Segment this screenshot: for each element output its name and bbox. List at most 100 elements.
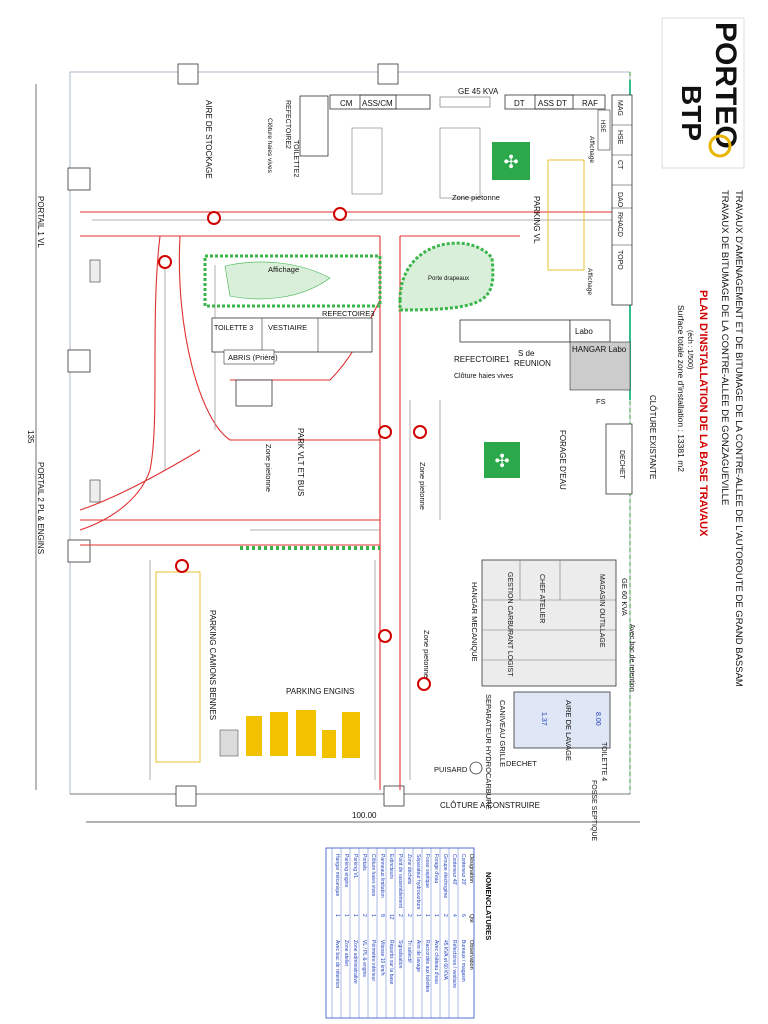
legend-cell-designation: Portails bbox=[361, 854, 367, 871]
dechet-top-label: DECHET bbox=[618, 450, 625, 480]
zone-pietonne-top: Zone pietonne bbox=[452, 193, 500, 202]
ge60-label: GE 60 KVA bbox=[620, 578, 629, 616]
hangar-labo-label: HANGAR Labo bbox=[572, 345, 627, 354]
parking-camions-label: PARKING CAMIONS BENNES bbox=[208, 610, 217, 720]
cloture-haies-top: Clôture haies vives bbox=[266, 118, 273, 174]
surface-text: Surface totale zone d'installation : 133… bbox=[676, 305, 686, 472]
legend-cell-qty: 1 bbox=[352, 914, 358, 917]
legend-cell-designation: Conteneur 20' bbox=[460, 854, 466, 885]
aire-lavage-label: AIRE DE LAVAGE bbox=[564, 700, 573, 761]
legend-cell-qty: 1 bbox=[370, 914, 376, 917]
legend-cell-qty: 2 bbox=[406, 914, 412, 917]
dimension-height: 135 bbox=[26, 430, 35, 444]
legend-title: NOMENCLATURES bbox=[484, 872, 493, 940]
legend-cell-obs: Aire de lavage bbox=[415, 940, 421, 972]
wash-value-1: 1.37 bbox=[540, 712, 547, 726]
logo-line1: PORTEO bbox=[709, 22, 742, 149]
abris-label: ABRIS (Prière) bbox=[228, 353, 278, 362]
legend-cell-designation: Hangar mécanique bbox=[334, 854, 340, 896]
right-building-column: MAG HSE CT DAO RHACD TOPO HSE bbox=[597, 94, 633, 306]
legend-cell-obs: Signalisation bbox=[397, 940, 403, 969]
legend-cell-obs: 45 KVA et 60 KVA bbox=[442, 940, 448, 981]
legend-cell-qty: 1 bbox=[433, 914, 439, 917]
hangar-mecanique-label: HANGAR MECANIQUE bbox=[470, 582, 479, 662]
wash-value-2: 8.00 bbox=[594, 712, 601, 726]
building-hse-small: HSE bbox=[599, 120, 605, 132]
green-areas bbox=[203, 241, 495, 550]
legend-cell-qty: 6 bbox=[460, 914, 466, 917]
dechet-top-box: DECHET bbox=[605, 423, 633, 495]
building-ass-dt: ASS DT bbox=[538, 99, 567, 108]
gate-2-label: PORTAIL 2 PL & ENGINS bbox=[36, 462, 45, 554]
building-topo: TOPO bbox=[616, 250, 623, 270]
park-vlt-bus: PARK VLT ET BUS Zone pietonne Zone pieto… bbox=[235, 379, 431, 678]
legend-cell-qty: 8 bbox=[379, 914, 385, 917]
fence-posts bbox=[67, 63, 405, 807]
building-dt: DT bbox=[514, 99, 525, 108]
generator-top: GE 45 KVA bbox=[458, 87, 499, 96]
building-raf: RAF bbox=[582, 99, 598, 108]
top-building-row: CM ASS/CM DT ASS DT RAF GE 45 KVA bbox=[329, 87, 606, 110]
fence-bottom-label: CLÔTURE A CONSTRUIRE bbox=[440, 801, 540, 810]
building-hse: HSE bbox=[616, 130, 623, 145]
assembly-point-icon: ✣ bbox=[484, 442, 520, 478]
parking-engins-label: PARKING ENGINS bbox=[286, 687, 354, 696]
legend-cell-designation: Fosse septique bbox=[424, 854, 430, 888]
dimension-width: 100.00 bbox=[352, 811, 377, 820]
parking-vl-label: PARKING VL bbox=[532, 196, 541, 244]
legend-cell-qty: 2 bbox=[442, 914, 448, 917]
aire-de-lavage: AIRE DE LAVAGE 1.37 8.00 CANIVEAU GRILLE… bbox=[484, 691, 611, 810]
legend-cell-qty: 1 bbox=[334, 914, 340, 917]
legend-cell-obs: Zone atelier bbox=[343, 940, 349, 967]
refectoire1-label: REFECTOIRE1 bbox=[454, 355, 510, 364]
roads bbox=[79, 211, 620, 790]
legend-cell-designation: Séparateur hydrocarbure bbox=[415, 854, 421, 910]
salle-reunion-2: REUNION bbox=[514, 359, 551, 368]
legend-cell-designation: Conteneur 40' bbox=[451, 854, 457, 885]
dimension-lines: 135 100.00 bbox=[26, 84, 640, 823]
fs-label: FS bbox=[596, 397, 606, 406]
project-line-1: TRAVAUX D'AMENAGEMENT ET DE BITUMAGE DE … bbox=[733, 190, 744, 687]
fosse-septique-label: FOSSE SEPTIQUE bbox=[590, 780, 597, 841]
plan-title: PLAN D'INSTALLATION DE LA BASE TRAVAUX bbox=[697, 290, 709, 537]
legend-cell-obs: Avec château d'eau bbox=[433, 940, 439, 984]
building-dao: DAO bbox=[616, 192, 623, 208]
legend-cell-designation: Parking engins bbox=[343, 854, 349, 888]
toilette4-label: TOILETTE 4 bbox=[600, 742, 607, 781]
legend-cell-qty: 4 bbox=[451, 914, 457, 917]
vestiaire-block: REFECTOIRE3 VESTIAIRE TOILETTE 3 ABRIS (… bbox=[211, 309, 374, 365]
affichage-mid: Affichage bbox=[268, 265, 299, 274]
legend-col-designation: Désignation bbox=[468, 854, 474, 883]
bac-retention-label: Avec bac de retention bbox=[628, 624, 635, 692]
assembly-point-icon: ✣ bbox=[492, 142, 530, 180]
porteo-btp-logo: PORTEO BTP bbox=[661, 17, 745, 169]
legend-cell-designation: Parking VL bbox=[352, 854, 358, 879]
legend-col-qty: Qté bbox=[468, 914, 474, 923]
legend-cell-obs: Avec bac de rétention bbox=[334, 940, 340, 988]
salle-reunion-1: S de bbox=[518, 349, 535, 358]
dechet-bottom-label: DECHET bbox=[506, 759, 537, 768]
legend-cell-designation: Zone déchets bbox=[406, 854, 412, 885]
legend-cell-obs: Réfectoires / vestiaire bbox=[451, 940, 457, 988]
legend-cell-obs: VL / PL & engins bbox=[361, 940, 367, 977]
svg-text:✣: ✣ bbox=[503, 152, 518, 173]
title-block: TRAVAUX D'AMENAGEMENT ET DE BITUMAGE DE … bbox=[676, 190, 744, 687]
speed-limit-sign-icon bbox=[158, 207, 431, 691]
legend-cell-qty: 12 bbox=[388, 914, 394, 920]
caniveau-label: CANIVEAU GRILLE bbox=[498, 700, 507, 767]
building-ass-cm: ASS/CM bbox=[362, 99, 393, 108]
parking-vl: PARKING VL Zone pietonne Affichage Affic… bbox=[351, 127, 595, 295]
zone-pietonne-mid: Zone pietonne bbox=[264, 444, 273, 492]
legend-cell-designation: Forage d'eau bbox=[433, 854, 439, 884]
logo-line2: BTP bbox=[676, 85, 707, 141]
legend-col-obs: Observation bbox=[468, 940, 474, 970]
building-cm: CM bbox=[340, 99, 353, 108]
parking-camions: PARKING CAMIONS BENNES bbox=[155, 571, 217, 763]
legend-cell-qty: 2 bbox=[397, 914, 403, 917]
gate-1-label: PORTAIL 1 VL bbox=[36, 196, 45, 248]
scale-text: (éch : 1/500) bbox=[686, 330, 693, 369]
parking-engins: PARKING ENGINS bbox=[219, 687, 360, 758]
